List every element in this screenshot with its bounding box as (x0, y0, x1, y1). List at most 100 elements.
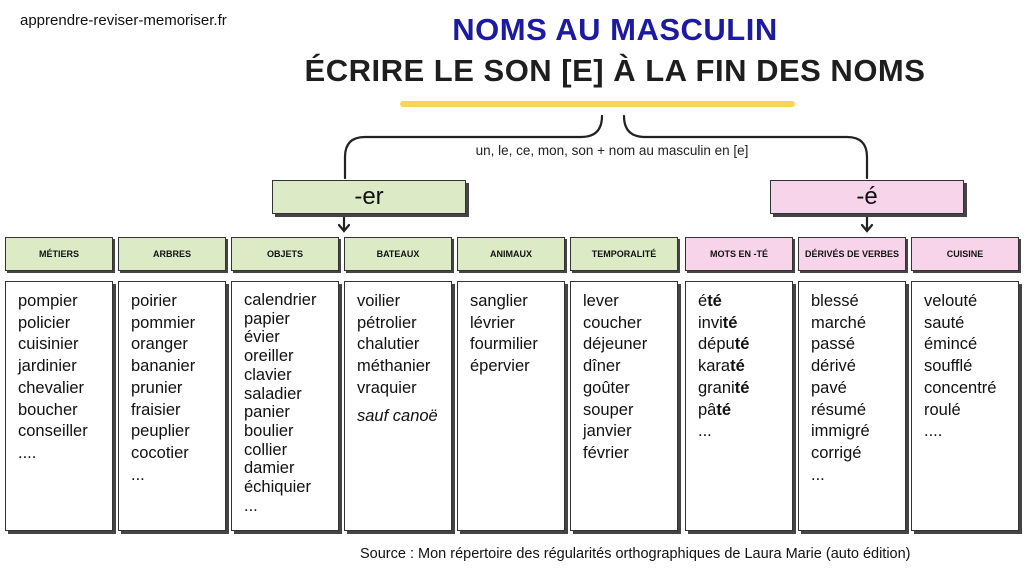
list-item: soufflé (924, 357, 973, 376)
column-header: ARBRES (118, 237, 226, 271)
list-item: échiquier (244, 478, 311, 497)
list-item: .... (18, 443, 37, 462)
list-item: émincé (924, 335, 978, 354)
word-stem: invi (698, 313, 723, 332)
list-item: blessé (811, 292, 859, 310)
list-item: cuisinier (18, 335, 79, 354)
list-item: papier (244, 309, 290, 328)
list-item: policier (18, 313, 71, 332)
column-header: CUISINE (911, 237, 1019, 271)
list-item: immigré (811, 422, 870, 441)
list-item: goûter (583, 378, 630, 397)
list-item: chalutier (357, 335, 420, 354)
list-item: député (698, 334, 792, 356)
list-item: conseiller (18, 422, 88, 441)
left-connector (343, 114, 604, 180)
list-item: corrigé (811, 443, 862, 462)
title-highlight (400, 101, 795, 107)
list-item: calendrier (244, 291, 317, 309)
list-item: pâté (698, 400, 792, 422)
word-stem: kara (698, 357, 731, 376)
word-ending: té (730, 357, 745, 376)
list-item: saladier (244, 384, 302, 403)
list-item: granité (698, 378, 792, 400)
list-item: été (698, 291, 792, 313)
list-item: lévrier (470, 313, 515, 332)
site-url: apprendre-reviser-memoriser.fr (20, 12, 227, 29)
list-item: .... (924, 422, 943, 441)
list-item: pétrolier (357, 313, 417, 332)
list-item: peuplier (131, 422, 190, 441)
word-ending: té (722, 313, 738, 332)
word-stem: é (698, 292, 708, 310)
word-ending: té (716, 400, 732, 419)
list-item: passé (811, 335, 856, 354)
list-item: concentré (924, 378, 997, 397)
word-stem: dépu (698, 335, 735, 354)
list-item: ... (698, 421, 792, 443)
list-item: fourmilier (470, 335, 538, 354)
list-item: oreiller (244, 347, 294, 366)
list-item: cocotier (131, 443, 189, 462)
list-item: résumé (811, 400, 867, 419)
list-item: invité (698, 313, 792, 335)
list-item: vraquier (357, 378, 417, 397)
list-item: bananier (131, 357, 196, 376)
list-item: marché (811, 313, 867, 332)
column-header: OBJETS (231, 237, 339, 271)
list-item: jardinier (18, 357, 77, 376)
e-arrowhead (860, 223, 874, 233)
list-item: roulé (924, 400, 961, 419)
list-item: clavier (244, 365, 292, 384)
list-item: karaté (698, 356, 792, 378)
list-item: collier (244, 440, 288, 459)
source-note: Source : Mon répertoire des régularités … (360, 546, 911, 562)
list-item: sauté (924, 313, 965, 332)
list-item: ... (244, 496, 258, 515)
column-header: MÉTIERS (5, 237, 113, 271)
list-item: voilier (357, 292, 401, 310)
branch-e: -é (770, 180, 964, 214)
list-item: lever (583, 292, 619, 310)
list-item: ... (131, 465, 145, 484)
list-item: oranger (131, 335, 188, 354)
list-item: sanglier (470, 292, 528, 310)
exception-note: sauf canoë (357, 406, 438, 425)
column-header: BATEAUX (344, 237, 452, 271)
page-subtitle: ÉCRIRE LE SON [E] À LA FIN DES NOMS (304, 53, 926, 88)
list-item: pommier (131, 313, 196, 332)
column-list: velouté sauté émincé soufflé concentré roulé.… (911, 281, 1019, 531)
column-header: TEMPORALITÉ (570, 237, 678, 271)
rule-text: un, le, ce, mon, son + nom au masculin e… (475, 143, 749, 158)
word-stem: grani (698, 378, 735, 397)
list-item: velouté (924, 292, 978, 310)
word-ending: té (734, 335, 750, 354)
list-item: souper (583, 400, 634, 419)
list-item: janvier (583, 422, 632, 441)
list-item: boucher (18, 400, 78, 419)
list-item: ... (811, 465, 825, 484)
word-ending: té (734, 378, 750, 397)
list-item: poirier (131, 292, 177, 310)
page-title: NOMS AU MASCULIN (452, 12, 778, 47)
column-header: MOTS EN -TÉ (685, 237, 793, 271)
word-stem: pâ (698, 400, 717, 419)
list-item: dîner (583, 357, 621, 376)
list-item: évier (244, 328, 280, 347)
column-header: ANIMAUX (457, 237, 565, 271)
list-item: pompier (18, 292, 78, 310)
list-item: déjeuner (583, 335, 648, 354)
list-item: février (583, 443, 629, 462)
column-list: lever coucher déjeuner dîner goûter souper jan… (570, 281, 678, 531)
list-item: coucher (583, 313, 642, 332)
right-connector (622, 114, 869, 180)
branch-er: -er (272, 180, 466, 214)
